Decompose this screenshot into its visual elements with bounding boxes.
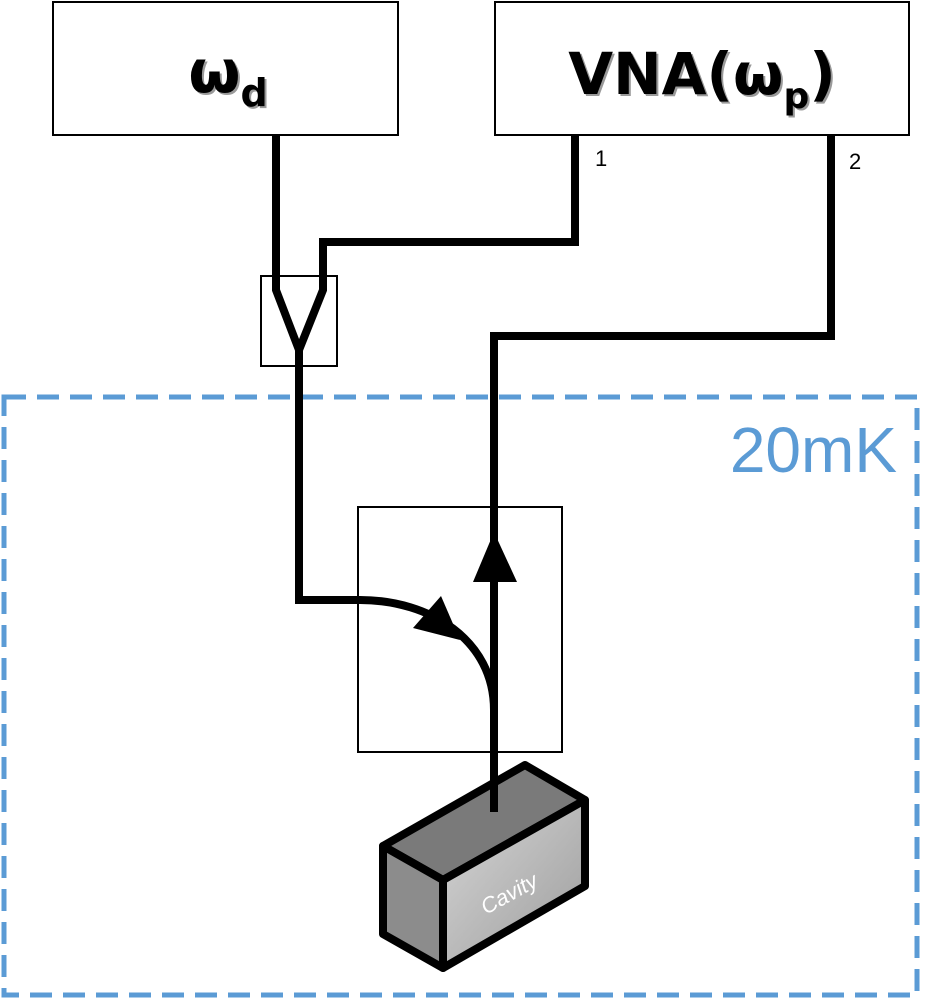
cold-stage-boundary: [1, 394, 920, 998]
cavity: [379, 761, 589, 972]
svg-text:VNA(ωp): VNA(ωp): [570, 42, 838, 119]
svg-text:ωd: ωd: [190, 39, 269, 117]
cold-stage-temperature-label: 20mK: [730, 414, 897, 486]
combined-input-line: [295, 350, 498, 711]
circulator-curved-arrow-icon: [413, 596, 460, 640]
drive-source-label: ωd: [188, 37, 267, 115]
vna-box: VNA(ωp) VNA(ωp): [494, 1, 910, 136]
cavity-front-face: [439, 796, 589, 972]
vna-port-2-label: 2: [849, 149, 861, 174]
vna-port-1-line: [295, 135, 579, 352]
circulator-up-arrow-icon: [473, 532, 517, 582]
vna-label: VNA(ωp): [568, 40, 836, 117]
vna-port-1-label: 1: [595, 146, 607, 171]
drive-line: [272, 135, 303, 352]
circulator-box: [357, 506, 563, 753]
drive-source-box: ωd ωd: [52, 1, 399, 136]
